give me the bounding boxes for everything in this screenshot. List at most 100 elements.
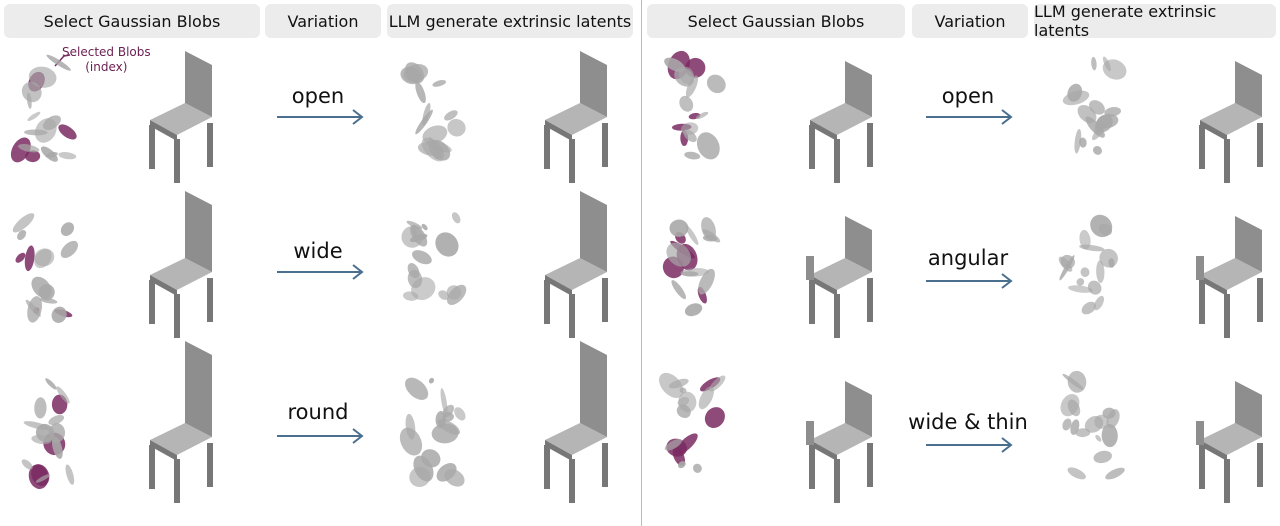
chair-seat-edge (545, 120, 572, 141)
chair-back (1235, 381, 1262, 437)
chair-seat-edge (810, 440, 837, 461)
selected-blob (704, 407, 725, 428)
chair-leg (174, 294, 180, 338)
chair-leg (602, 278, 608, 322)
gaussian-blob (60, 240, 79, 259)
chair-leg (1257, 123, 1263, 167)
chair-leg (207, 443, 213, 487)
gaussian-blob (666, 242, 691, 267)
gaussian-blob (444, 110, 458, 121)
chair-leg (867, 123, 873, 167)
gaussian-blob (435, 232, 459, 257)
variation-label-left-2: wide (293, 239, 343, 263)
chair-leg (834, 459, 840, 503)
gaussian-blob (60, 222, 75, 236)
chair-seat (150, 423, 212, 455)
gaussian-blob (1076, 278, 1085, 286)
chair-back (845, 61, 872, 117)
chair-back (185, 341, 212, 437)
chair-back (185, 51, 212, 117)
chair-arm (1196, 256, 1204, 280)
arrow-head-icon (352, 428, 364, 444)
chair-leg (1199, 125, 1205, 169)
gaussian-blob (421, 223, 428, 231)
gaussian-blob (422, 103, 431, 126)
gaussian-blob (403, 64, 429, 83)
chair-back (185, 191, 212, 272)
gaussian-blob (46, 54, 71, 71)
chair-leg (569, 139, 575, 183)
chair-seat (545, 103, 607, 135)
chair-back (845, 216, 872, 272)
chair-leg (569, 459, 575, 503)
gaussian-blob (433, 149, 444, 160)
gaussian-blob (684, 151, 701, 160)
gaussian-blob (407, 269, 423, 289)
chair-arm (806, 421, 814, 445)
gaussian-blob (399, 427, 423, 456)
header-variation-left: Variation (265, 4, 381, 38)
chair-leg (207, 278, 213, 322)
chair-seat-edge (1200, 440, 1227, 461)
chair-seat-edge (545, 275, 572, 296)
chair-leg (1224, 459, 1230, 503)
gaussian-blob (446, 285, 462, 300)
gaussian-blob (676, 404, 691, 419)
chair-back (580, 51, 607, 117)
gaussian-blob (664, 438, 683, 451)
gaussian-blob (1062, 90, 1090, 106)
chair-seat-edge (810, 120, 837, 141)
gaussian-blob (12, 213, 35, 233)
gaussian-blob (685, 75, 699, 98)
chair-leg (149, 125, 155, 169)
chair-leg (602, 123, 608, 167)
gaussian-blob (27, 111, 41, 121)
chair-leg (1257, 443, 1263, 487)
gaussian-blob (1095, 434, 1102, 442)
chair-seat-edge (545, 440, 572, 461)
selected-blob (10, 137, 31, 163)
header-variation-right: Variation (912, 4, 1028, 38)
gaussian-blob (1070, 419, 1080, 435)
gaussian-blob (17, 230, 27, 241)
panel-divider (641, 0, 642, 526)
chair-seat-edge (1200, 275, 1227, 296)
gaussian-blob (447, 118, 466, 137)
gaussian-blob (431, 423, 459, 444)
gaussian-blob (702, 229, 721, 243)
gaussian-blob (432, 80, 447, 87)
chair-seat-edge (1200, 120, 1227, 141)
gaussian-blob (451, 212, 461, 224)
variation-label-right-1: open (941, 84, 995, 108)
arrow-head-icon (352, 264, 364, 280)
gaussian-blob (415, 81, 426, 104)
chair-leg (867, 278, 873, 322)
gaussian-blob (34, 397, 47, 419)
chair-leg (149, 445, 155, 489)
chair-leg (174, 459, 180, 503)
gaussian-blob (35, 474, 51, 483)
chair-leg (544, 280, 550, 324)
gaussian-blob (696, 132, 720, 160)
chair-leg (544, 125, 550, 169)
gaussian-blob (51, 436, 63, 459)
gaussian-blob (58, 152, 77, 160)
chair-leg (569, 294, 575, 338)
gaussian-blob (1068, 285, 1093, 293)
gaussian-blob (671, 280, 687, 300)
selected-blobs-callout: Selected Blobs (index) (62, 45, 151, 75)
gaussian-blob (1099, 248, 1118, 268)
callout-line2: (index) (85, 60, 128, 74)
gaussian-blob (1093, 450, 1112, 464)
gaussian-blob (1096, 113, 1119, 129)
gaussian-blob (680, 268, 709, 277)
gaussian-blob (1093, 295, 1105, 311)
gaussian-blob (438, 290, 450, 300)
chair-seat (810, 258, 872, 290)
gaussian-blob (1062, 373, 1084, 390)
selected-blob (24, 245, 35, 272)
chair-seat (545, 423, 607, 455)
gaussian-blob (685, 225, 699, 245)
gaussian-blob (422, 125, 448, 144)
gaussian-blob (1089, 100, 1105, 115)
